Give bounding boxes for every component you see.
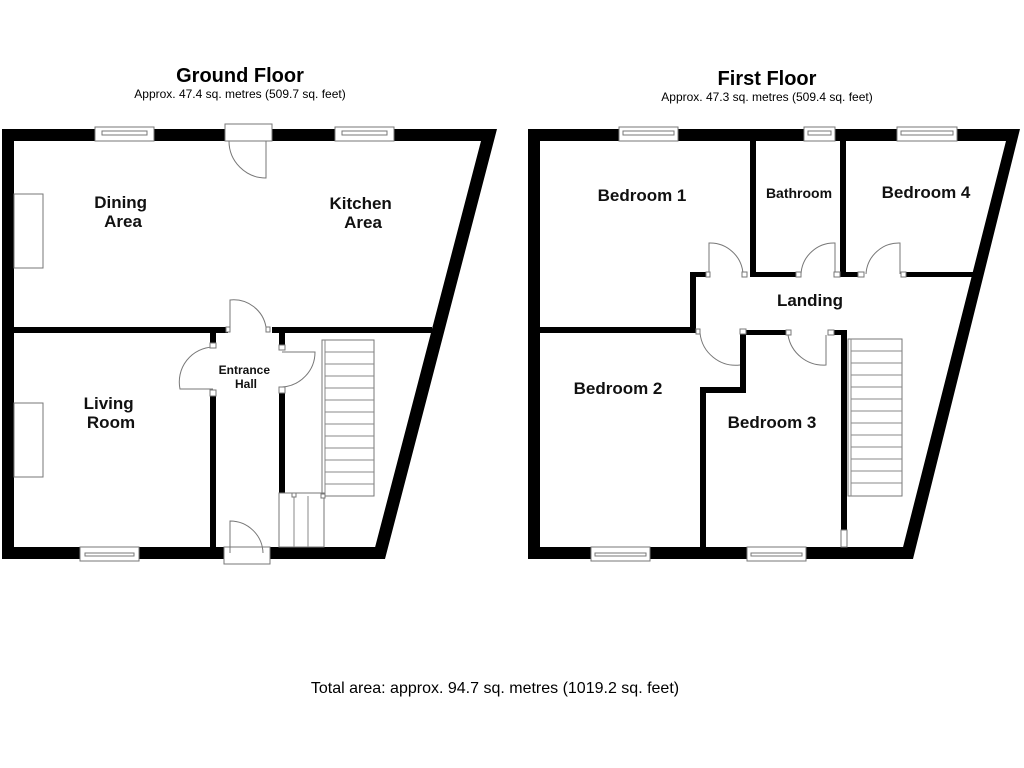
- room-label-bedroom3: Bedroom 3: [728, 413, 817, 432]
- window-icon: [622, 130, 675, 136]
- room-label-hall: Entrance Hall: [219, 363, 274, 391]
- gf-north-east-wall: [2, 129, 497, 559]
- door-swing-icon: [699, 332, 741, 366]
- window-icon: [900, 130, 954, 136]
- door-swing-icon: [708, 242, 744, 275]
- banister-icon: [840, 529, 848, 548]
- ff-interior-wall: [540, 327, 696, 333]
- room-label-bedroom1: Bedroom 1: [598, 186, 687, 205]
- door-swing-icon: [228, 140, 267, 179]
- newel-post-icon: [320, 493, 326, 499]
- ff-interior-wall: [690, 272, 706, 277]
- door-swing-icon: [865, 242, 901, 275]
- door-jamb-icon: [741, 271, 748, 278]
- door-jamb-icon: [827, 329, 835, 336]
- window-icon: [594, 552, 647, 557]
- door-jamb-icon: [739, 328, 747, 335]
- door-jamb-icon: [695, 328, 701, 335]
- door-jamb-icon: [225, 326, 231, 333]
- door-jamb-icon: [833, 271, 841, 278]
- door-jamb-icon: [278, 344, 286, 351]
- door-jamb-icon: [857, 271, 865, 278]
- door-jamb-icon: [209, 342, 217, 349]
- gf-hall-wall: [279, 393, 285, 493]
- window-icon: [341, 130, 388, 136]
- door-jamb-icon: [209, 389, 217, 397]
- door-swing-icon: [800, 242, 836, 275]
- chimney-breast-icon: [13, 402, 44, 478]
- ff-interior-wall: [834, 330, 847, 335]
- ff-interior-wall: [700, 387, 706, 547]
- room-label-kitchen: Kitchen Area: [329, 194, 396, 232]
- door-jamb-icon: [785, 329, 792, 336]
- room-label-bathroom: Bathroom: [766, 185, 832, 201]
- ff-interior-wall: [700, 387, 746, 393]
- door-jamb-icon: [900, 271, 907, 278]
- ff-interior-wall: [690, 272, 696, 332]
- ff-interior-wall: [840, 141, 846, 276]
- window-icon: [84, 552, 135, 557]
- stair-treads: [850, 339, 902, 496]
- door-swing-icon: [178, 346, 214, 390]
- first-floor-heading: First Floor Approx. 47.3 sq. metres (509…: [567, 68, 967, 104]
- door-frame-icon: [223, 546, 271, 565]
- staircase-icon: [321, 339, 375, 497]
- gf-south-wall: [2, 547, 385, 559]
- window-icon: [101, 130, 148, 136]
- gf-hall-wall: [210, 396, 216, 547]
- understairs-icon: [278, 492, 325, 548]
- gf-west-wall: [2, 129, 14, 559]
- gf-interior-wall: [272, 327, 432, 333]
- gf-interior-wall: [14, 327, 228, 333]
- ff-interior-wall: [746, 330, 786, 335]
- stair-treads: [324, 340, 374, 496]
- door-jamb-icon: [265, 326, 271, 333]
- chimney-breast-icon: [13, 193, 44, 269]
- ff-interior-wall: [841, 330, 847, 530]
- ground-floor-area: Approx. 47.4 sq. metres (509.7 sq. feet): [134, 87, 346, 101]
- ff-interior-wall: [750, 141, 756, 276]
- door-jamb-icon: [705, 271, 711, 278]
- door-swing-icon: [281, 351, 316, 388]
- door-swing-icon: [229, 520, 264, 554]
- total-area: Total area: approx. 94.7 sq. metres (101…: [310, 680, 680, 697]
- room-label-landing: Landing: [777, 291, 843, 310]
- door-frame-icon: [224, 123, 273, 142]
- newel-post-icon: [291, 492, 297, 498]
- gf-hall-wall: [279, 333, 285, 345]
- window-icon: [750, 552, 803, 557]
- room-label-living: Living Room: [84, 394, 139, 432]
- ground-floor-title: Ground Floor: [176, 65, 304, 87]
- ff-west-wall: [528, 129, 540, 559]
- room-label-bedroom2: Bedroom 2: [574, 379, 663, 398]
- ff-south-wall: [528, 547, 913, 559]
- door-jamb-icon: [278, 386, 286, 394]
- ground-floor-plan: Dining Area Kitchen Area Living Room Ent…: [2, 123, 497, 565]
- first-floor-title: First Floor: [717, 68, 817, 90]
- first-floor-area: Approx. 47.3 sq. metres (509.4 sq. feet): [661, 90, 873, 104]
- ff-interior-wall: [906, 272, 974, 277]
- ground-floor-heading: Ground Floor Approx. 47.4 sq. metres (50…: [40, 65, 440, 101]
- staircase-icon: [847, 338, 903, 497]
- window-icon: [807, 130, 832, 136]
- door-swing-icon: [229, 299, 267, 328]
- first-floor-plan: Bedroom 1 Bathroom Bedroom 4 Landing Bed…: [528, 126, 1020, 562]
- gf-hall-wall: [210, 333, 216, 345]
- ff-interior-wall: [740, 330, 746, 392]
- ff-interior-wall: [840, 272, 858, 277]
- ff-interior-wall: [750, 272, 796, 277]
- door-jamb-icon: [795, 271, 802, 278]
- room-label-dining: Dining Area: [94, 193, 152, 231]
- door-swing-icon: [787, 334, 827, 366]
- room-label-bedroom4: Bedroom 4: [882, 183, 971, 202]
